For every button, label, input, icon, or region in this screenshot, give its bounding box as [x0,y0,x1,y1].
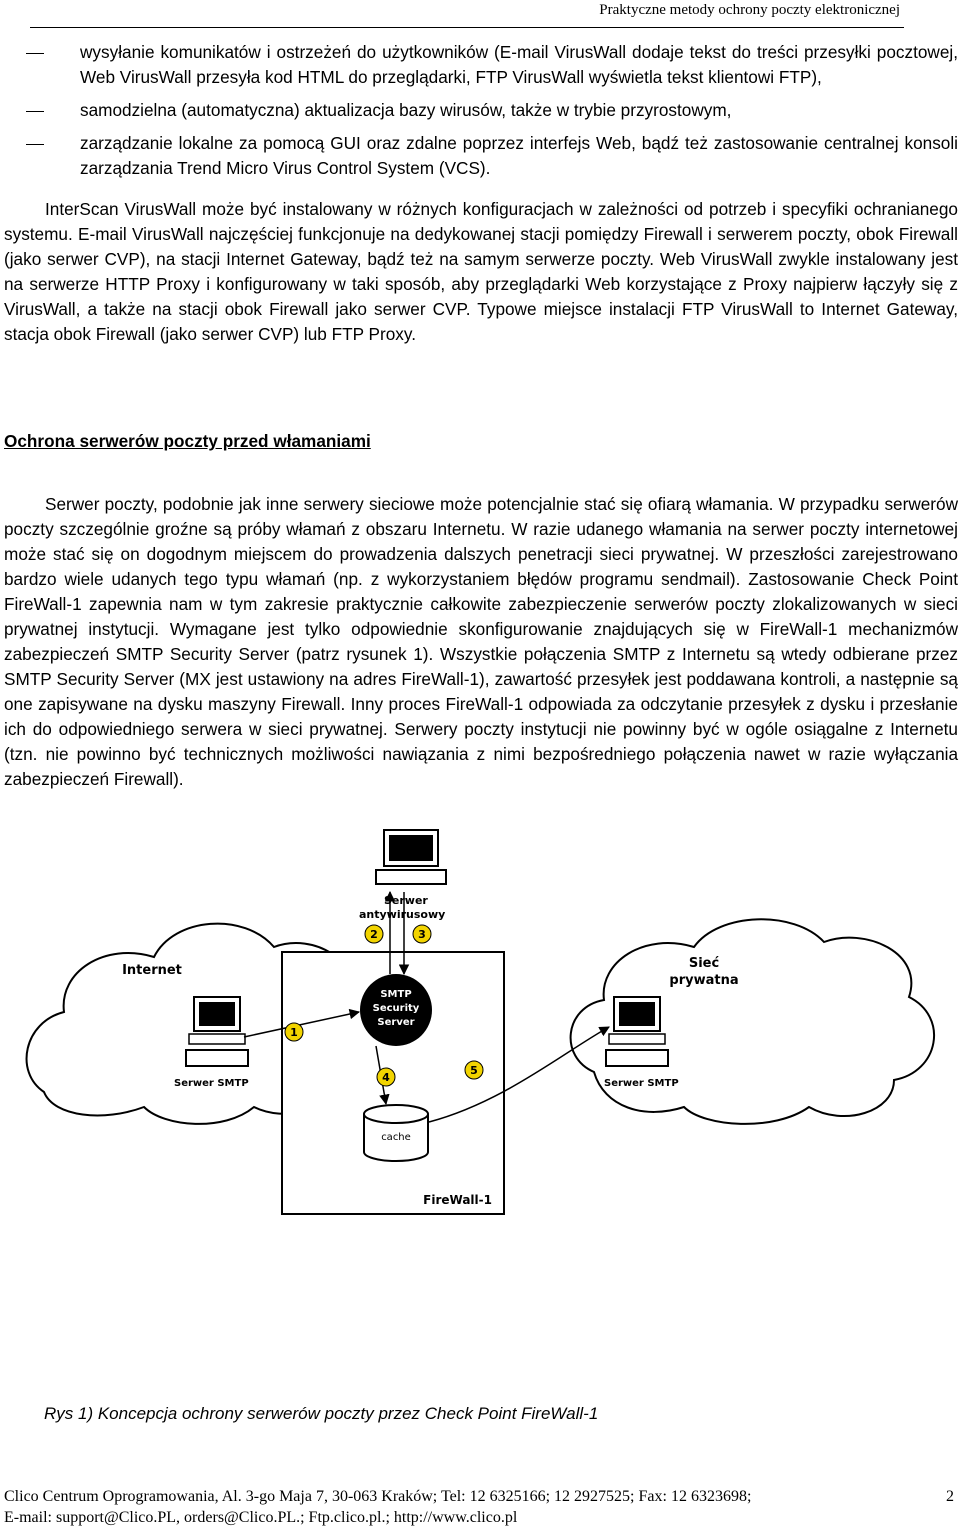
private-label-1: Sieć [689,956,720,971]
step-label: 4 [382,1071,390,1084]
step-marker: 3 [412,924,432,944]
smtp-label-2: Security [373,1003,420,1014]
smtp-label-1: SMTP [380,989,411,1000]
network-diagram-figure: Serwer antywirusowy SMTP Security Server… [4,822,958,1232]
smtp-label-3: Server [377,1017,414,1028]
step-label: 2 [370,928,378,941]
paragraph-viruswall-config: InterScan VirusWall może być instalowany… [4,199,958,344]
feature-list: wysyłanie komunikatów i ostrzeżeń do uży… [4,40,958,181]
running-header: Praktyczne metody ochrony poczty elektro… [599,2,900,18]
list-item: zarządzanie lokalne za pomocą GUI oraz z… [4,131,958,181]
flow-arrow-1 [243,1008,361,1038]
right-server-label: Serwer SMTP [604,1078,679,1089]
antivirus-server-icon [375,829,447,885]
header-rule [30,27,904,28]
step-label: 3 [418,928,426,941]
list-item: samodzielna (automatyczna) aktualizacja … [4,98,958,123]
smtp-security-server-icon [360,974,432,1046]
paragraph-mail-server-protection: Serwer poczty, podobnie jak inne serwery… [4,494,958,789]
figure-caption: Rys 1) Koncepcja ochrony serwerów poczty… [44,1404,599,1423]
cache-disk-icon [363,1104,429,1162]
cache-label: cache [381,1132,411,1143]
network-diagram: Serwer antywirusowy SMTP Security Server… [25,829,935,1215]
list-item: wysyłanie komunikatów i ostrzeżeń do uży… [4,40,958,90]
right-smtp-server-icon [605,996,669,1067]
step-marker: 2 [364,924,384,944]
left-smtp-server-icon [185,996,249,1067]
footer-contacts: E-mail: support@Clico.PL, orders@Clico.P… [4,1509,518,1526]
flow-arrow-5 [428,1026,610,1123]
page-content: wysyłanie komunikatów i ostrzeżeń do uży… [4,40,958,1232]
av-server-label-2: antywirusowy [359,908,445,921]
footer-address: Clico Centrum Oprogramowania, Al. 3-go M… [4,1488,752,1505]
page-number: 2 [946,1488,954,1505]
internet-label: Internet [122,963,182,978]
step-label: 1 [290,1026,298,1039]
private-label-2: prywatna [669,973,738,988]
step-label: 5 [470,1064,478,1077]
left-server-label: Serwer SMTP [174,1078,249,1089]
firewall-label: FireWall-1 [423,1193,492,1207]
private-network-cloud [569,918,935,1125]
step-marker: 4 [376,1067,396,1087]
step-marker: 5 [464,1060,484,1080]
section-title: Ochrona serwerów poczty przed włamaniami [4,431,371,451]
step-marker: 1 [284,1022,304,1042]
page-footer: Clico Centrum Oprogramowania, Al. 3-go M… [4,1486,954,1528]
